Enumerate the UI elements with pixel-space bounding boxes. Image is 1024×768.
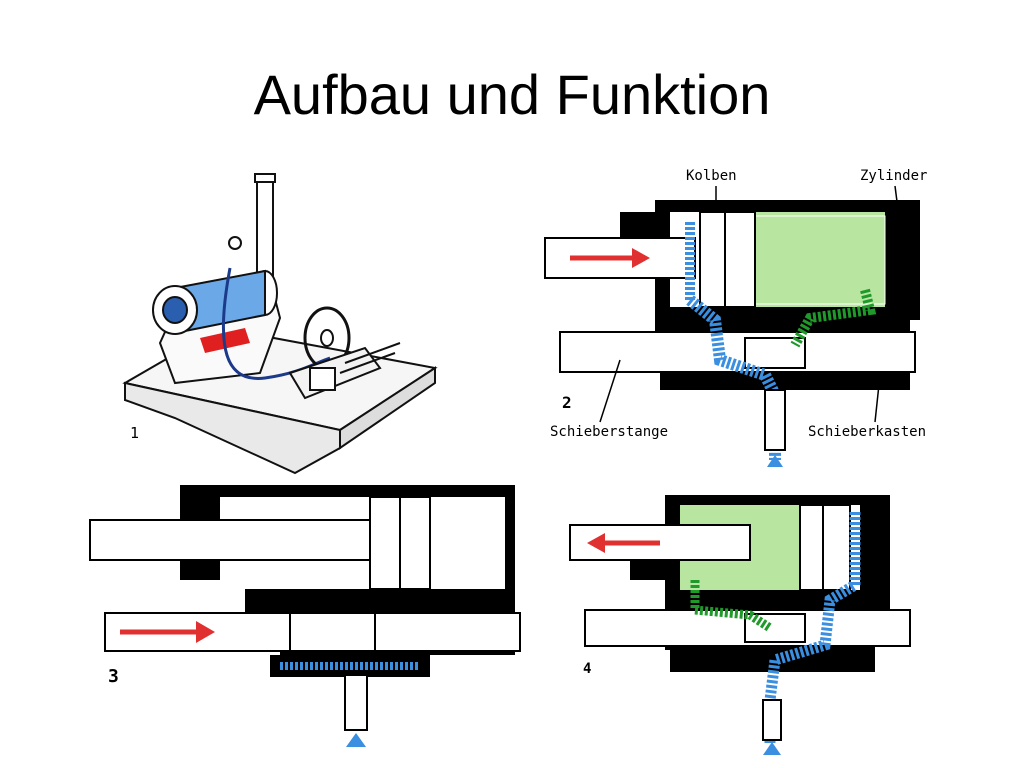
label-slide-rod: Schieberstange — [550, 424, 668, 440]
panel-3-number: 3 — [108, 666, 119, 687]
panel-1-number: 1 — [130, 424, 139, 442]
cylinder-diagram-stage-3: 3 — [89, 485, 521, 747]
cylinder-diagram-stage-2: Kolben Zylinder 2 Schieberstange Schiebe… — [544, 168, 927, 467]
label-cylinder: Zylinder — [860, 168, 927, 184]
cylinder-diagram-stage-4: 4 — [569, 495, 911, 755]
label-piston: Kolben — [686, 168, 737, 184]
slide-title: Aufbau und Funktion — [253, 63, 771, 126]
panel-4-number: 4 — [583, 661, 591, 677]
panel-2-number: 2 — [562, 393, 572, 412]
label-valve-chest: Schieberkasten — [808, 424, 926, 440]
steam-engine-illustration: 1 — [122, 173, 438, 475]
